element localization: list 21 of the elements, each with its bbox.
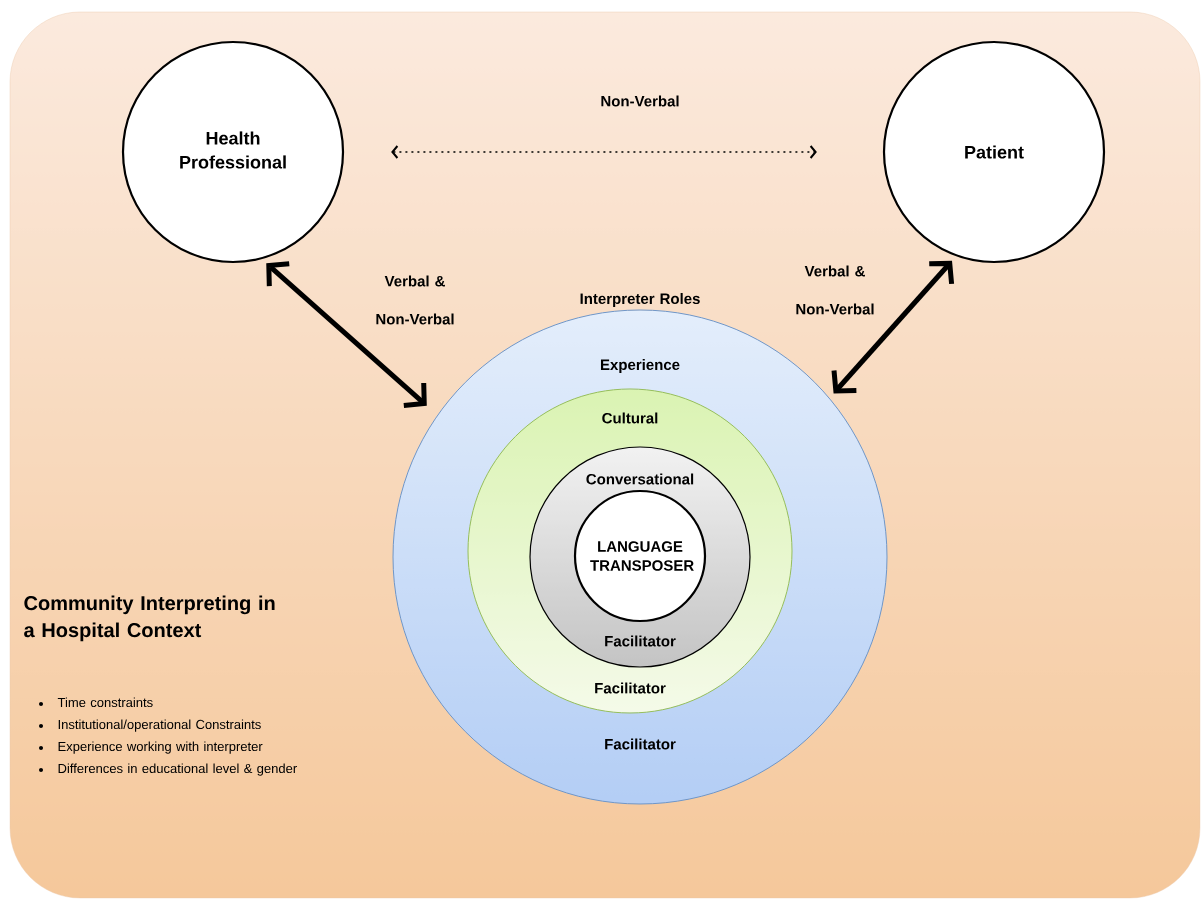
circle-label: Facilitator [595,682,666,694]
bullet-item: Differences in educational level & gender [58,763,297,776]
circle-label: Conversational [586,473,694,485]
edge-label: Verbal & Non-Verbal [796,265,874,315]
circle-label: Health Professional [180,131,286,169]
arrow [831,260,955,394]
circle-label: Patient [965,145,1024,159]
circle-label: Facilitator [605,635,676,647]
circle-label: LANGUAGE TRANSPOSER [590,541,694,571]
bullet-item: Institutional/operational Constraints [58,719,261,732]
circle-label: Cultural [602,412,658,424]
edge-label: Verbal & Non-Verbal [376,275,454,325]
bullet-item: Experience working with interpreter [58,741,263,754]
heading: Community Interpreting in a Hospital Context [24,595,275,642]
circle-label: Facilitator [605,738,676,750]
edge-label: Non-Verbal [601,95,679,107]
arrow [391,145,817,159]
bullet-item: Time constraints [57,697,153,708]
circle-label: Interpreter Roles [580,293,700,307]
arrow [266,261,427,408]
circle-label: Experience [601,359,680,373]
